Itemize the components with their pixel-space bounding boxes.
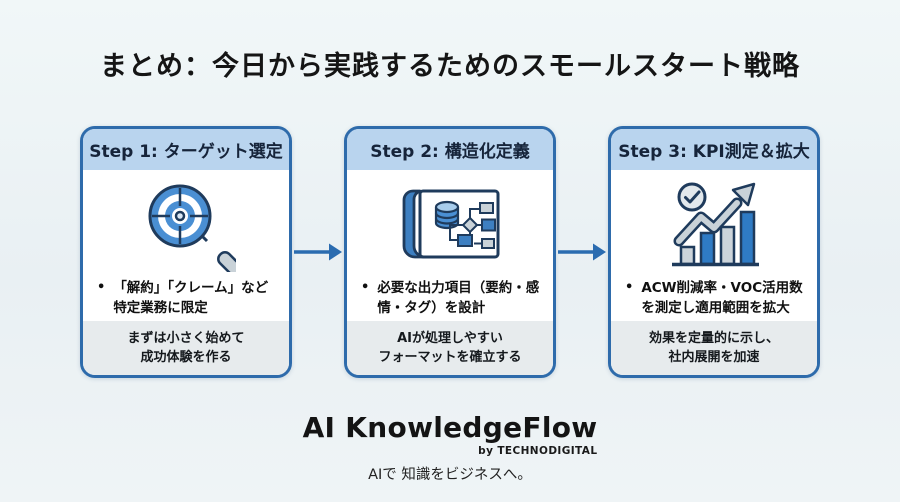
bullet-dot: • <box>361 280 370 295</box>
step-2-card: Step 2: 構造化定義 <box>344 126 556 378</box>
step-1-card: Step 1: ターゲット選定 <box>80 126 292 378</box>
bullet-dot: • <box>625 280 634 295</box>
steps-row: Step 1: ターゲット選定 <box>0 126 900 378</box>
right-arrow-icon <box>558 243 606 261</box>
logo-text: AI KnowledgeFlow <box>302 411 598 444</box>
step-2-footer-line2: フォーマットを確立する <box>378 350 522 365</box>
tagline: AIで 知識をビジネスへ。 <box>368 466 532 483</box>
step-3-footer: 効果を定量的に示し、 社内展開を加速 <box>611 321 817 375</box>
step-2-footer: AIが処理しやすい フォーマットを確立する <box>347 321 553 375</box>
step-3-body: • ACW削減率・VOC活用数を測定し適用範囲を拡大 <box>611 170 817 321</box>
logo-block: AI KnowledgeFlow by TECHNODIGITAL <box>302 411 598 457</box>
bullet-dot: • <box>97 280 106 295</box>
step-3-card: Step 3: KPI測定＆拡大 <box>608 126 820 378</box>
step-1-header: Step 1: ターゲット選定 <box>83 129 289 170</box>
step-3-bullet-text: ACW削減率・VOC活用数を測定し適用範囲を拡大 <box>641 280 803 317</box>
step-2-body: • 必要な出力項目（要約・感情・タグ）を設計 <box>347 170 553 321</box>
page-title: まとめ：今日から実践するためのスモールスタート戦略 <box>100 51 800 82</box>
step-2-bullet-text: 必要な出力項目（要約・感情・タグ）を設計 <box>377 280 540 317</box>
step-3-bullet: • ACW削減率・VOC活用数を測定し適用範囲を拡大 <box>611 275 817 319</box>
step-3-footer-line1: 効果を定量的に示し、 <box>648 330 779 346</box>
step-2-header: Step 2: 構造化定義 <box>347 129 553 170</box>
step-1-body: • 「解約」「クレーム」など特定業務に限定 <box>83 170 289 321</box>
step-1-footer-line1: まずは小さく始めて <box>127 330 245 346</box>
step-1-bullet-text: 「解約」「クレーム」など特定業務に限定 <box>113 280 269 317</box>
step-2-footer-line1: AIが処理しやすい <box>397 330 503 346</box>
arrow-2 <box>556 126 608 378</box>
right-arrow-icon <box>294 243 342 261</box>
arrow-1 <box>292 126 344 378</box>
target-magnifier-icon <box>83 173 289 275</box>
growth-chart-icon <box>611 173 817 275</box>
step-1-bullet: • 「解約」「クレーム」など特定業務に限定 <box>83 275 289 319</box>
step-3-header: Step 3: KPI測定＆拡大 <box>611 129 817 170</box>
step-1-footer: まずは小さく始めて 成功体験を作る <box>83 321 289 375</box>
step-2-bullet: • 必要な出力項目（要約・感情・タグ）を設計 <box>347 275 553 319</box>
blueprint-flowchart-icon <box>347 173 553 275</box>
logo-byline: by TECHNODIGITAL <box>478 444 598 457</box>
step-1-footer-line2: 成功体験を作る <box>140 350 232 365</box>
step-3-footer-line2: 社内展開を加速 <box>668 350 760 365</box>
branding-section: AI KnowledgeFlow by TECHNODIGITAL AIで 知識… <box>0 411 900 484</box>
